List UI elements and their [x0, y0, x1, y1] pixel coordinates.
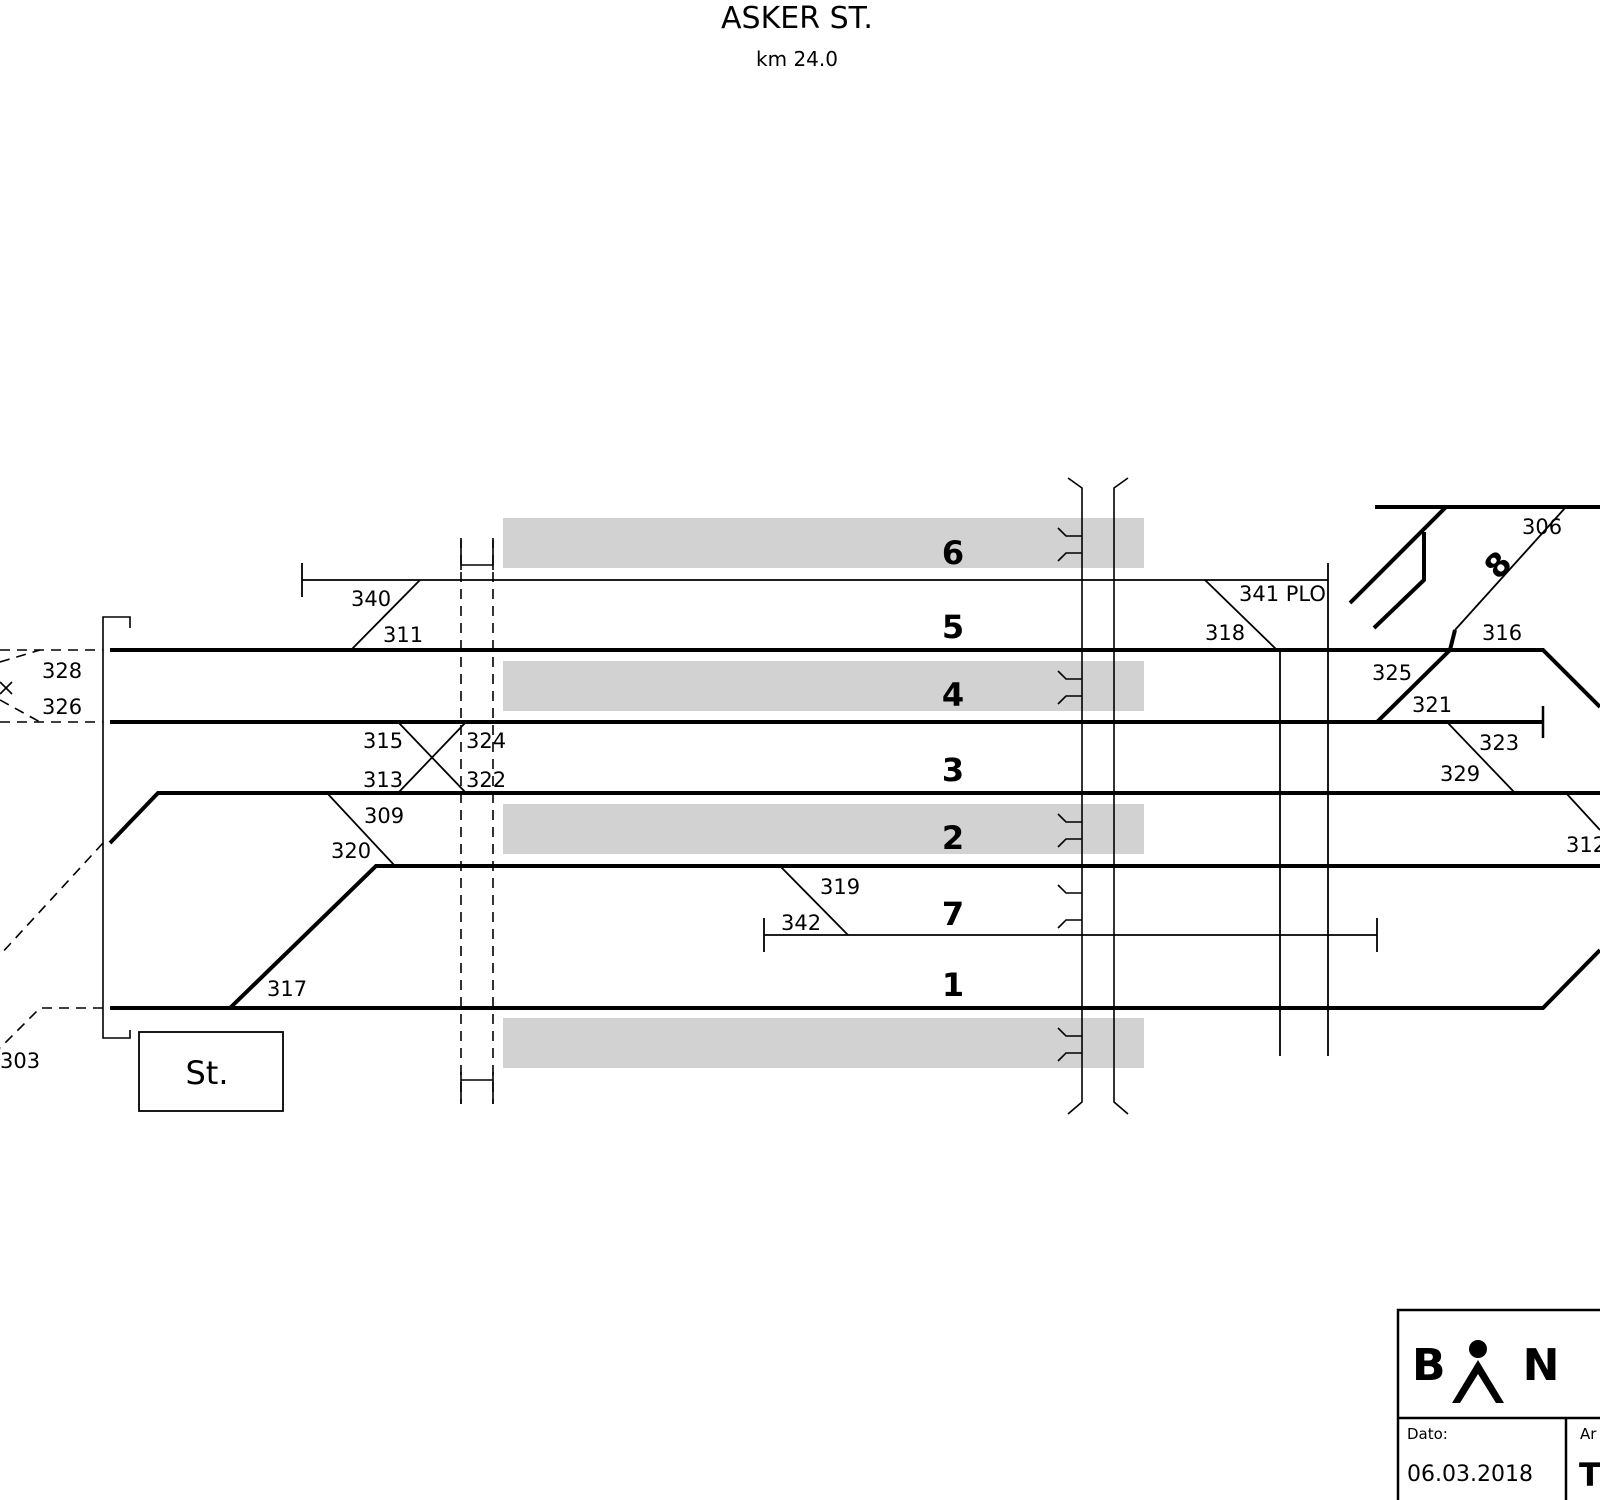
second-label: Ar — [1580, 1425, 1597, 1443]
buffer-bracket — [102, 616, 131, 1039]
second-value: T — [1579, 1456, 1600, 1494]
station-title: ASKER ST. — [721, 1, 873, 36]
thin-tracks — [301, 507, 1600, 1056]
platform-bracket — [1057, 884, 1082, 929]
logo-a-dot — [1469, 1340, 1487, 1358]
track-number: 3 — [942, 751, 964, 789]
track-number: 2 — [942, 819, 964, 857]
crossover-324-313 — [397, 721, 467, 794]
date-value: 06.03.2018 — [1407, 1462, 1533, 1487]
switch-label: 340 — [351, 587, 391, 611]
platform-bracket — [1057, 813, 1082, 848]
station-building — [138, 1031, 284, 1112]
main-tracks — [108, 505, 1600, 1010]
track-3-line — [108, 791, 1600, 845]
switch-label: 321 — [1412, 693, 1452, 717]
track-1-line — [110, 948, 1600, 1010]
logo: B N — [1412, 1340, 1559, 1403]
switch-label: 342 — [781, 911, 821, 935]
switch-label: 329 — [1440, 762, 1480, 786]
track-number: 6 — [942, 534, 964, 572]
switch-label: 303 — [0, 1049, 40, 1073]
switch-label: 306 — [1522, 515, 1562, 539]
platform-2-3 — [503, 804, 1144, 854]
logo-a-mark — [1452, 1360, 1504, 1403]
track-2-line — [228, 864, 1600, 1010]
switch-label: 319 — [820, 875, 860, 899]
track-number: 4 — [942, 676, 964, 714]
platforms — [503, 518, 1144, 1068]
date-label: Dato: — [1407, 1425, 1448, 1443]
platform-bracket — [1057, 527, 1082, 562]
track-number: 5 — [942, 608, 964, 646]
switch-label: 322 — [466, 768, 506, 792]
left-end — [0, 616, 131, 1049]
platform-bottom — [503, 1018, 1144, 1068]
track-5-line — [110, 648, 1600, 709]
switch-label: 325 — [1372, 661, 1412, 685]
switch-label: 323 — [1479, 731, 1519, 755]
switch-label: 318 — [1205, 621, 1245, 645]
logo-n: N — [1523, 1340, 1560, 1391]
switch-319-342 — [779, 865, 849, 936]
platform-bracket — [1057, 1027, 1082, 1062]
switch-label: 324 — [466, 729, 506, 753]
switch-label: 311 — [383, 623, 423, 647]
footbridge — [460, 538, 494, 1104]
track-number: 7 — [942, 895, 964, 933]
switch-309-320 — [326, 792, 396, 867]
track-8-spur — [1372, 532, 1426, 630]
switch-label: 316 — [1482, 621, 1522, 645]
track-number: 8 — [1477, 544, 1520, 587]
platform-bracket — [1057, 670, 1082, 705]
station-km: km 24.0 — [756, 47, 838, 71]
switch-340-311 — [350, 579, 421, 651]
platform-4-5 — [503, 661, 1144, 711]
logo-b: B — [1412, 1340, 1446, 1391]
switch-label: 313 — [363, 768, 403, 792]
switch-306-line — [1454, 507, 1566, 631]
switch-label: 317 — [267, 977, 307, 1001]
switch-325-321 — [1375, 629, 1457, 724]
platform-top — [503, 518, 1144, 568]
switch-label: 309 — [364, 804, 404, 828]
switch-label: 315 — [363, 729, 403, 753]
switch-label: 320 — [331, 839, 371, 863]
switch-341-318 — [1204, 579, 1278, 651]
switch-label: 312 — [1566, 833, 1600, 857]
switch-label: 326 — [42, 695, 82, 719]
switch-label: 341 PLO — [1239, 582, 1326, 606]
switch-312 — [1565, 792, 1600, 831]
track-number: 1 — [942, 966, 964, 1004]
switch-323-329 — [1446, 721, 1516, 794]
station-building-label: St. — [185, 1054, 228, 1092]
title-block — [1396, 1308, 1600, 1500]
switch-label: 328 — [42, 659, 82, 683]
